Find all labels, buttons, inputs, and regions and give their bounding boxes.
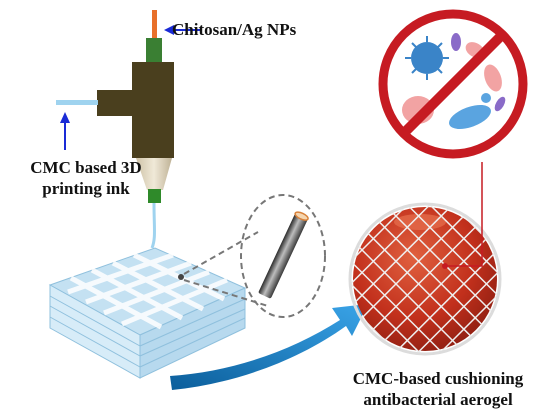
nozzle-cone — [136, 158, 172, 190]
ink-label-line2: printing ink — [42, 179, 130, 198]
prohibition-ring — [378, 9, 528, 159]
ink-inlet-line — [56, 100, 98, 105]
sphere-outline — [348, 202, 502, 356]
scaffold-print-point — [178, 274, 184, 280]
lattice-scaffold — [48, 247, 247, 379]
label-arrows — [60, 25, 200, 150]
nozzle-side-port — [97, 90, 133, 116]
aerogel-label-line1: CMC-based cushioning — [352, 369, 524, 388]
fiber-rod — [258, 211, 309, 299]
aerogel-label: CMC-based cushioning antibacterial aerog… — [326, 368, 550, 410]
nozzle-body — [132, 62, 174, 158]
feed-connector — [146, 38, 162, 64]
virus-blue — [405, 36, 449, 80]
chitosan-label: Chitosan/Ag NPs — [172, 20, 297, 39]
aerogel-sphere — [348, 202, 502, 356]
scaffold-layer-lines — [49, 295, 246, 368]
sign-connector — [445, 162, 483, 267]
fiber-zoom — [183, 194, 326, 318]
bacteria-blue-chain — [449, 93, 491, 130]
ink-label-line1: CMC based 3D — [30, 158, 142, 177]
bacteria-purple — [451, 33, 506, 112]
zoom-ellipse — [240, 194, 326, 318]
feed-tube-orange — [152, 10, 157, 40]
prohibition-slash — [399, 30, 507, 138]
no-bacteria-icon — [378, 9, 528, 159]
nozzle-tip — [148, 189, 161, 203]
extruded-ink-line — [150, 202, 156, 249]
printing-nozzle — [56, 10, 174, 249]
aerogel-label-line2: antibacterial aerogel — [363, 390, 513, 409]
ink-arrowhead — [60, 112, 70, 123]
sphere-net — [350, 204, 500, 354]
chitosan-arrowhead — [164, 25, 174, 35]
zoom-line-top — [183, 231, 259, 275]
process-arrow — [170, 304, 368, 390]
ink-label: CMC based 3D printing ink — [6, 157, 166, 199]
